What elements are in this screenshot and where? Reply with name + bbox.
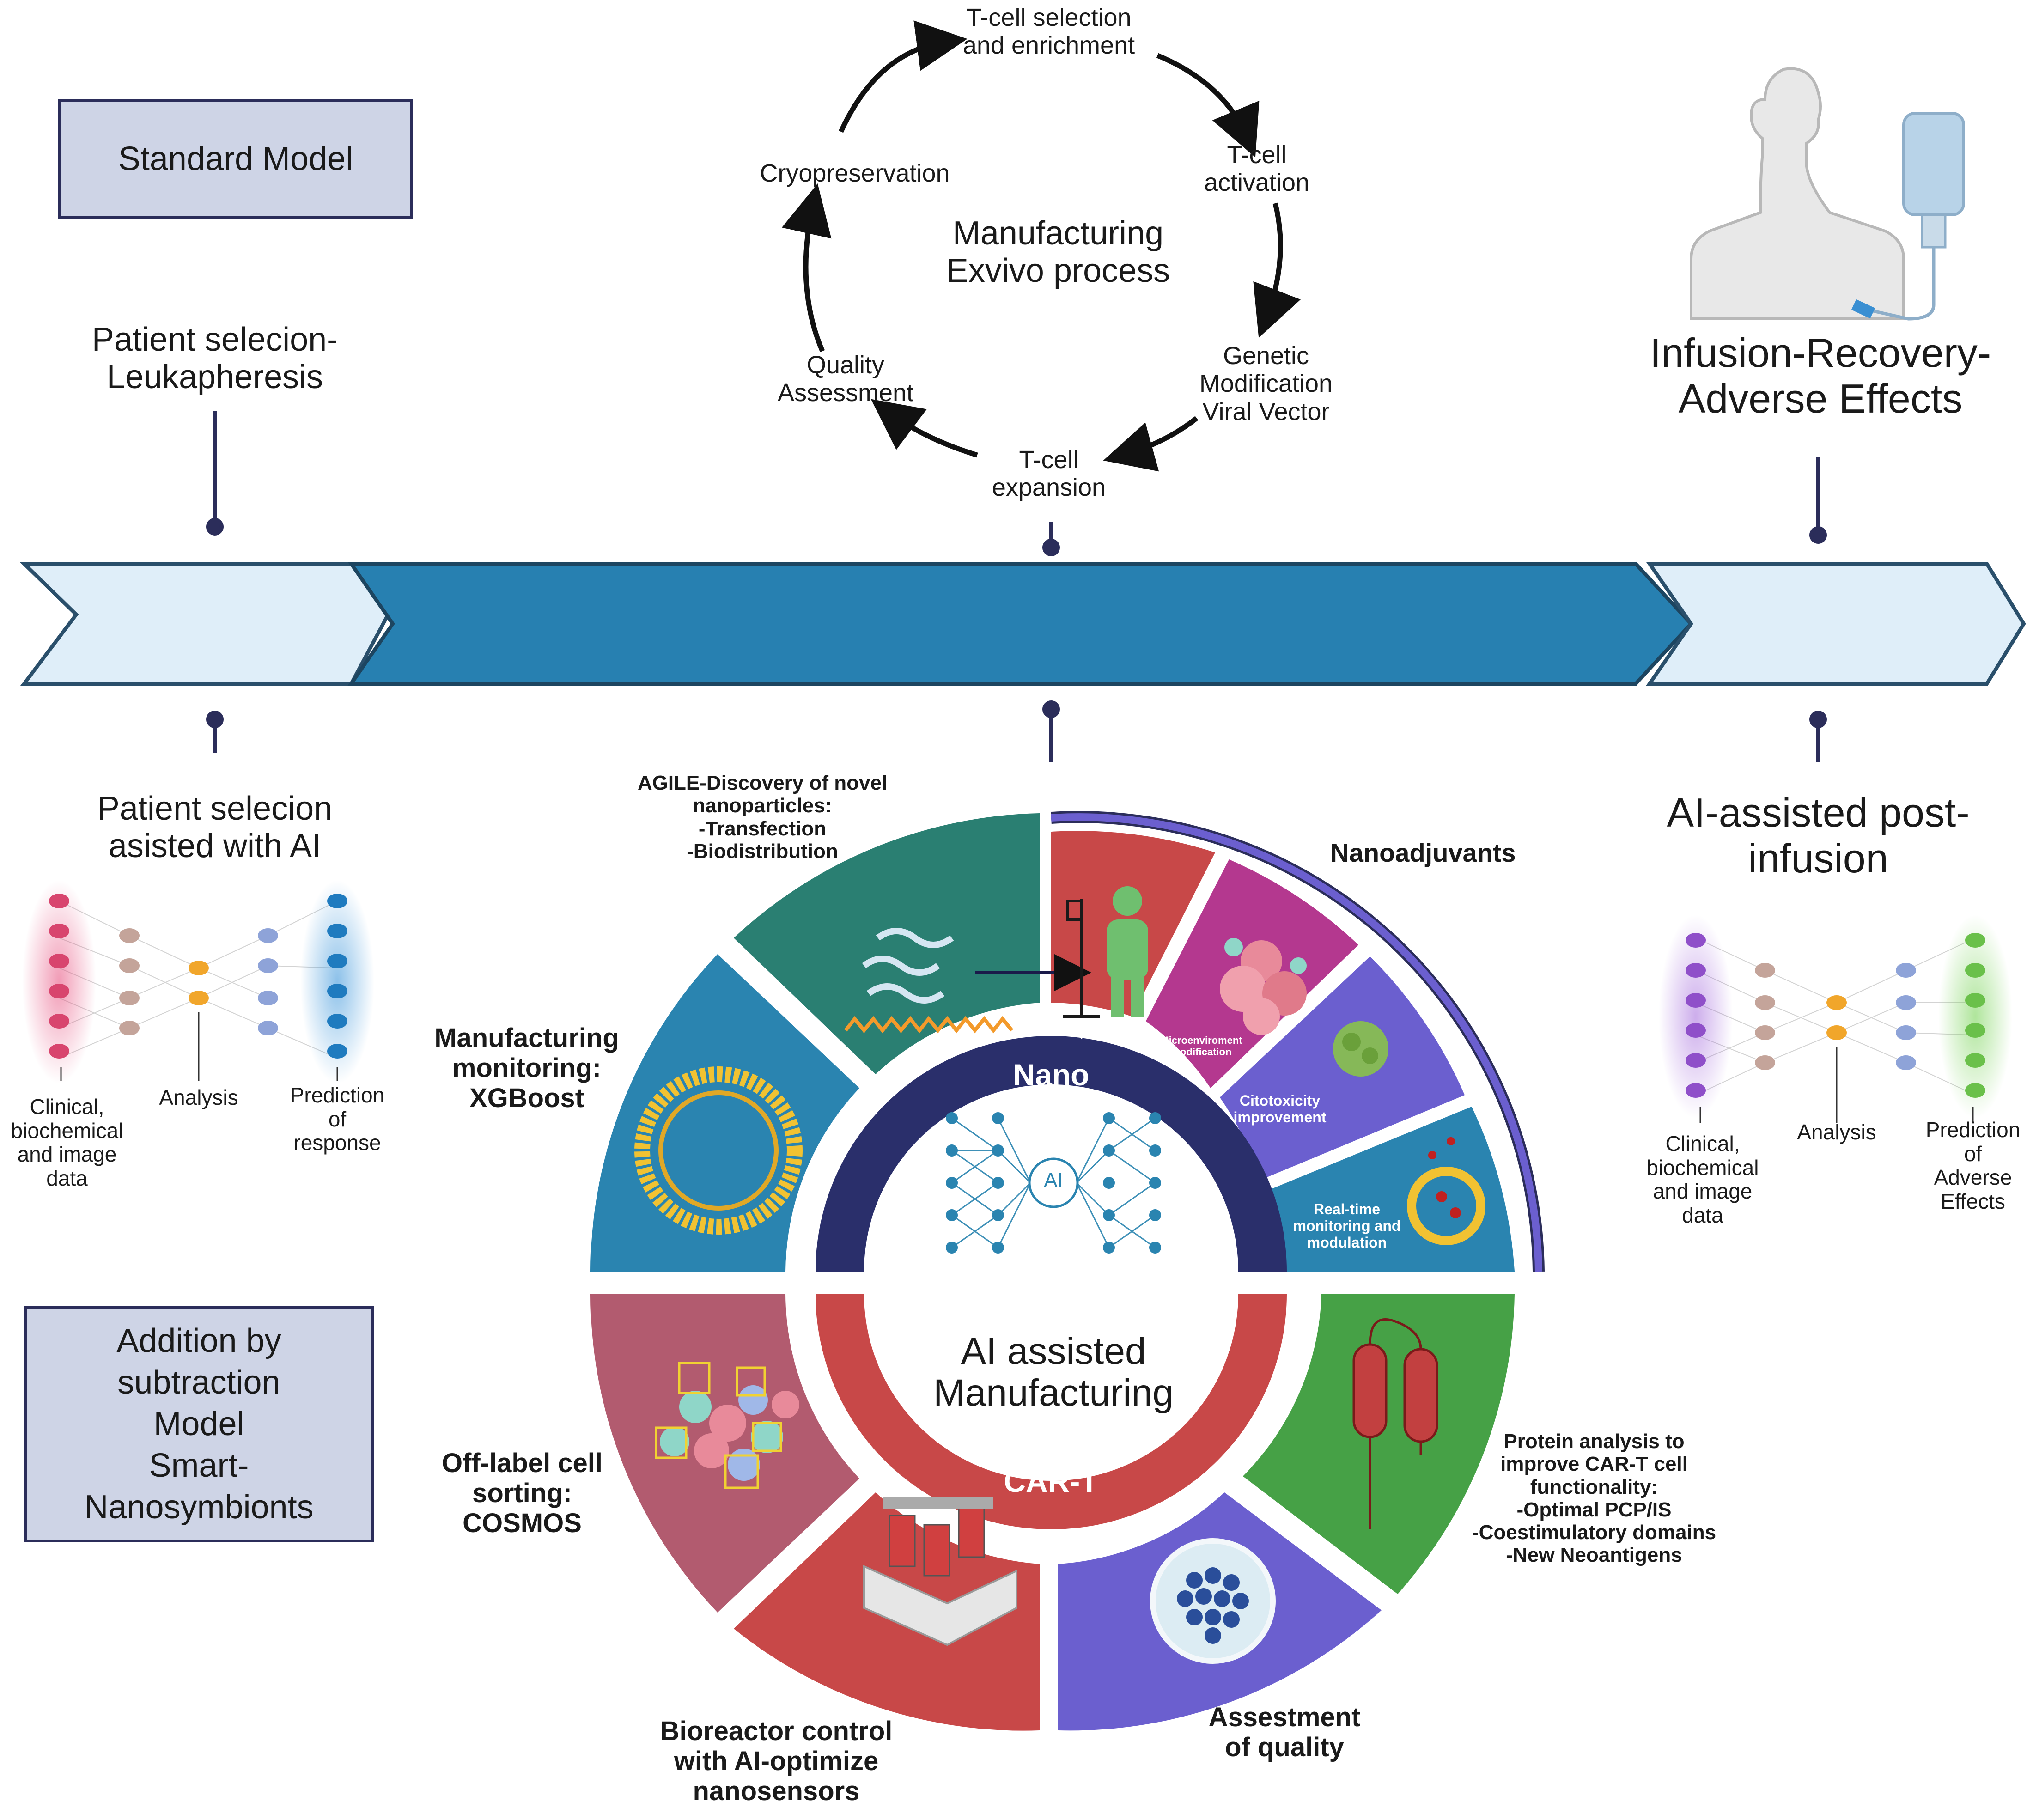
- label-quality: Assestment of quality: [1208, 1702, 1361, 1762]
- nn-left-graphic: [22, 880, 374, 1083]
- patient-infusion-illustration: [1690, 67, 1965, 321]
- label-citotox: Citotoxicity improvement: [1233, 1092, 1327, 1126]
- label-monitoring: Manufacturing monitoring: XGBoost: [434, 1023, 619, 1113]
- cycle-step-activation: T-cell activation: [1204, 141, 1310, 197]
- nn-right-output-label: Prediction of Adverse Effects: [1925, 1118, 2021, 1213]
- segment-protein: [1243, 1294, 1515, 1594]
- nn-left-input-label: Clinical, biochemical and image data: [11, 1095, 123, 1190]
- nn-right-analysis-label: Analysis: [1797, 1120, 1876, 1144]
- receptor-illustration: [1352, 1318, 1438, 1529]
- ring-nano: [816, 1036, 1287, 1272]
- addition-model-box: Addition by subtraction Model Smart- Nan…: [24, 1306, 374, 1542]
- ai-badge-label: AI: [1044, 1169, 1063, 1192]
- cycle-step-cryo: Cryopreservation: [760, 159, 950, 187]
- rna-illustration: [844, 1016, 1014, 1034]
- liposome-illustration: [634, 1066, 803, 1235]
- label-realtime: Real-time monitoring and modulation: [1293, 1201, 1401, 1251]
- label-microenv: Microenviroment modification: [1160, 1035, 1242, 1058]
- nn-left-analysis-label: Analysis: [159, 1085, 238, 1109]
- protein-illustration: [862, 928, 954, 1004]
- timeline-bottom-left-label: Patient selecion asisted with AI: [97, 790, 333, 864]
- cytotoxic-cell-illustration: [1333, 1021, 1388, 1077]
- cycle-center-label: Manufacturing Exvivo process: [946, 215, 1170, 289]
- timeline-arrow-start: [19, 562, 390, 686]
- timeline-top-left-label: Patient selecion- Leukapheresis: [91, 321, 338, 396]
- standard-model-label: Standard Model: [118, 140, 353, 177]
- cycle-step-quality: Quality Assessment: [777, 351, 914, 407]
- cycle-step-expansion: T-cell expansion: [992, 446, 1106, 502]
- iv-stand-icon: [1063, 899, 1100, 1018]
- cycle-step-selection: T-cell selection and enrichment: [962, 4, 1135, 60]
- ring-nano-label: Nano: [1013, 1058, 1090, 1092]
- label-nanoadjuvants: Nanoadjuvants: [1330, 838, 1516, 867]
- ring-cart-label: CAR-T: [1004, 1464, 1099, 1498]
- timeline-top-right-label: Infusion-Recovery- Adverse Effects: [1650, 330, 1991, 421]
- label-offlabel: Off-label cell sorting: COSMOS: [441, 1448, 603, 1538]
- nn-left-output-label: Prediction of response: [290, 1083, 385, 1155]
- timeline-arrow-end: [1646, 562, 2026, 686]
- bioreactor-illustration: [863, 1497, 1017, 1646]
- cycle-arrows: [782, 20, 1301, 472]
- petri-dish-illustration: [1150, 1538, 1276, 1664]
- standard-model-box: Standard Model: [58, 99, 413, 219]
- ring-cart: [816, 1294, 1287, 1529]
- wheel-center-title: AI assisted Manufacturing: [933, 1330, 1174, 1414]
- timeline-arrow-middle: [347, 562, 1694, 686]
- addition-model-label: Addition by subtraction Model Smart- Nan…: [84, 1322, 314, 1526]
- cycle-step-genetic: Genetic Modification Viral Vector: [1199, 342, 1333, 426]
- label-in-vivo: In vivo production: [1080, 1016, 1133, 1039]
- ai-network: [951, 1117, 1156, 1248]
- nn-right-input-label: Clinical, biochemical and image data: [1646, 1132, 1759, 1227]
- segment-agile: [734, 813, 1040, 1074]
- timeline-pins: [206, 411, 1827, 762]
- wheel-graphic: [590, 811, 1545, 1731]
- label-protein: Protein analysis to improve CAR-T cell f…: [1472, 1430, 1716, 1567]
- tumor-cells-illustration: [1220, 938, 1307, 1035]
- nanoparticle-illustration: [1407, 1137, 1485, 1245]
- nn-right-graphic: [1659, 915, 2012, 1123]
- segment-realtime: [1264, 1107, 1515, 1272]
- timeline-bottom-right-label: AI-assisted post- infusion: [1667, 790, 1970, 881]
- label-bioreactor: Bioreactor control with AI-optimize nano…: [660, 1716, 893, 1806]
- label-agile: AGILE-Discovery of novel nanoparticles: …: [637, 772, 888, 863]
- cell-sorting-illustration: [655, 1362, 799, 1489]
- person-icon: [1107, 886, 1148, 1017]
